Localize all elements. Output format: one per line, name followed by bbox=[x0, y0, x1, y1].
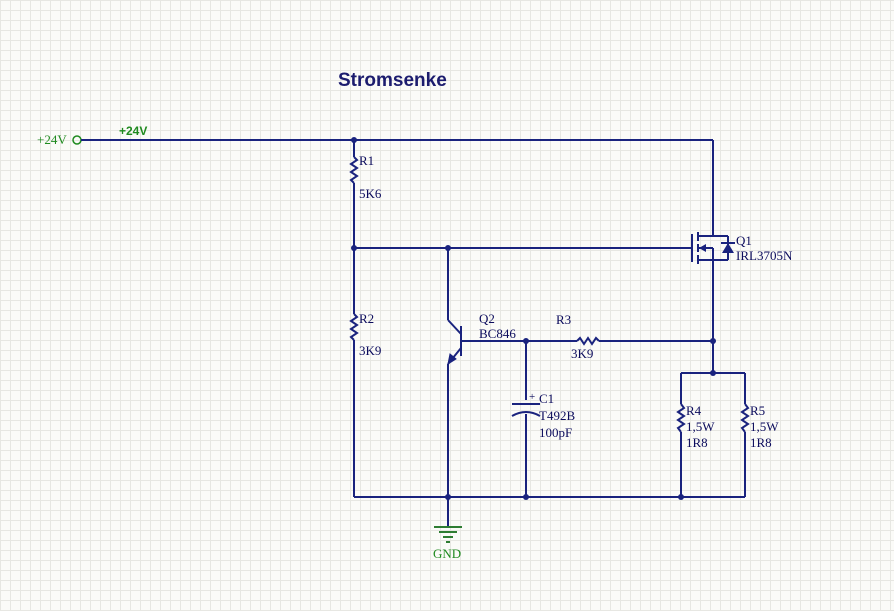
q2-part: BC846 bbox=[479, 326, 516, 341]
r3-designator: R3 bbox=[556, 312, 571, 327]
resistor-icon bbox=[349, 156, 359, 184]
capacitor-c1[interactable]: + C1 T492B 100pF bbox=[511, 391, 575, 440]
r5-value: 1R8 bbox=[750, 435, 772, 450]
r4-rating: 1,5W bbox=[686, 419, 715, 434]
q1-designator: Q1 bbox=[736, 233, 752, 248]
junction-dot bbox=[523, 338, 529, 344]
q2-designator: Q2 bbox=[479, 311, 495, 326]
c1-designator: C1 bbox=[539, 391, 554, 406]
junction-dot bbox=[710, 370, 716, 376]
resistor-r1[interactable]: R1 5K6 bbox=[349, 153, 382, 201]
transistor-q2[interactable]: Q2 BC846 bbox=[447, 311, 516, 366]
power-port-circle-icon[interactable] bbox=[72, 135, 82, 145]
junctions bbox=[351, 137, 716, 500]
wires bbox=[88, 139, 746, 526]
schematic-title: Stromsenke bbox=[338, 70, 447, 91]
junction-dot bbox=[523, 494, 529, 500]
q1-part: IRL3705N bbox=[736, 248, 793, 263]
resistor-icon bbox=[576, 336, 600, 346]
mosfet-arrow-icon bbox=[699, 244, 706, 252]
power-port-label: +24V bbox=[37, 132, 67, 147]
r1-value: 5K6 bbox=[359, 186, 382, 201]
r5-rating: 1,5W bbox=[750, 419, 779, 434]
junction-dot bbox=[710, 338, 716, 344]
r2-designator: R2 bbox=[359, 311, 374, 326]
mosfet-q1[interactable]: Q1 IRL3705N bbox=[691, 230, 793, 264]
junction-dot bbox=[678, 494, 684, 500]
resistor-r3[interactable]: R3 3K9 bbox=[556, 312, 600, 361]
ground-symbol[interactable]: GND bbox=[433, 526, 462, 561]
r1-designator: R1 bbox=[359, 153, 374, 168]
resistor-r4[interactable]: R4 1,5W 1R8 bbox=[676, 403, 715, 450]
capacitor-plate-bottom bbox=[511, 411, 541, 417]
r4-value: 1R8 bbox=[686, 435, 708, 450]
junction-dot bbox=[445, 494, 451, 500]
c1-value: 100pF bbox=[539, 425, 572, 440]
body-diode-icon bbox=[722, 243, 734, 253]
ground-label: GND bbox=[433, 546, 461, 561]
c1-part: T492B bbox=[539, 408, 575, 423]
q2-collector-lead bbox=[447, 319, 462, 335]
r2-value: 3K9 bbox=[359, 343, 381, 358]
resistor-icon bbox=[349, 313, 359, 341]
r3-value: 3K9 bbox=[571, 346, 593, 361]
r4-designator: R4 bbox=[686, 403, 702, 418]
resistor-icon bbox=[676, 403, 686, 433]
resistor-icon bbox=[740, 403, 750, 433]
junction-dot bbox=[351, 245, 357, 251]
junction-dot bbox=[445, 245, 451, 251]
junction-dot bbox=[351, 137, 357, 143]
net-label-24v: +24V bbox=[119, 124, 147, 138]
c1-polarity-mark: + bbox=[529, 391, 535, 403]
emitter-arrow-icon bbox=[447, 353, 457, 366]
resistor-r5[interactable]: R5 1,5W 1R8 bbox=[740, 403, 779, 450]
resistor-r2[interactable]: R2 3K9 bbox=[349, 311, 381, 358]
r5-designator: R5 bbox=[750, 403, 765, 418]
